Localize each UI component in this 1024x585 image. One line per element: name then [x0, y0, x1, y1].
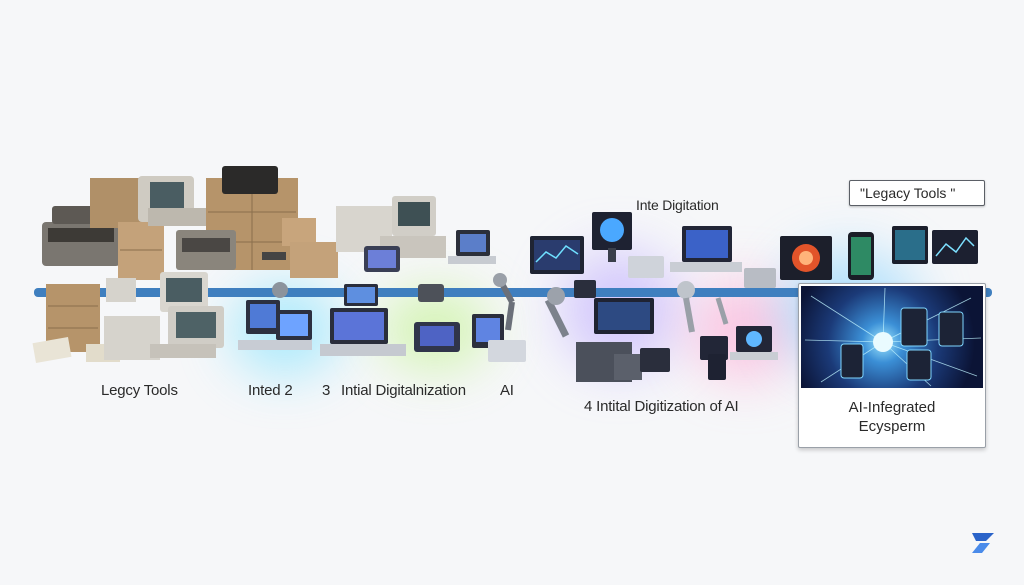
- tablet-icon: [364, 246, 400, 272]
- laptop-icon: [448, 230, 496, 264]
- ai-ecosystem-panel: AI-Infegrated Ecysperm: [798, 283, 986, 448]
- stage3-label: Intial Digitalnization: [341, 382, 466, 399]
- stage4-label: 4 Intital Digitization of AI: [584, 398, 739, 415]
- ai-monitors-group: [530, 212, 776, 288]
- panel-caption: AI-Infegrated Ecysperm: [799, 398, 985, 436]
- stage2-label: Inted 2: [248, 382, 292, 399]
- integrated-devices-group: [780, 226, 978, 280]
- crt-computer-icon: [138, 176, 208, 226]
- top-middle-label: Inte Digitation: [636, 197, 719, 213]
- smartphone-icon: [848, 232, 874, 280]
- panel-line1: AI-Infegrated: [799, 398, 985, 417]
- legacy-tools-box: "Legacy Tools ": [849, 180, 985, 206]
- network-burst-icon: [801, 286, 983, 388]
- logo-icon: [970, 531, 996, 555]
- stage1-label: Legcy Tools: [101, 382, 178, 399]
- panel-line2: Ecysperm: [799, 417, 985, 436]
- ai-network-image: [801, 286, 983, 388]
- stage3-number: 3: [322, 382, 330, 399]
- stage3-ai-label: AI: [500, 382, 514, 399]
- monitor-icon: [530, 236, 584, 274]
